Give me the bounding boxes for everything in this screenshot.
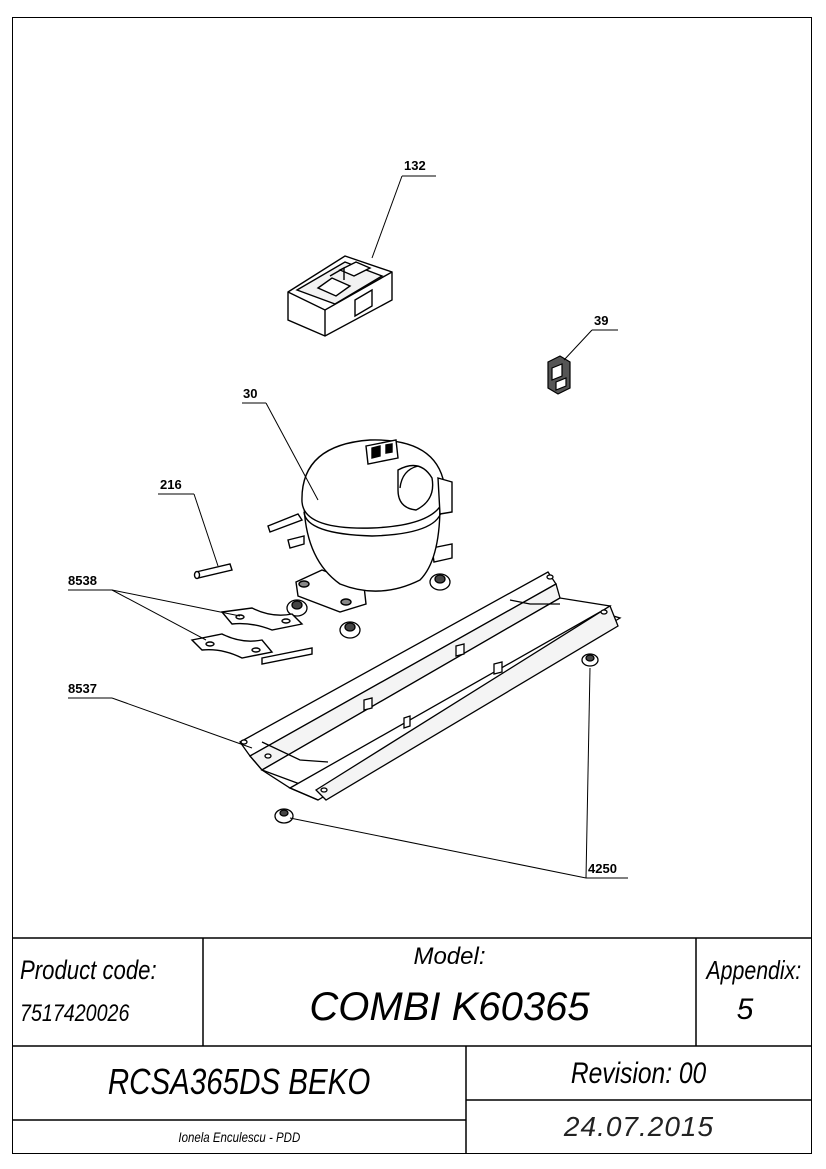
callout-132: 132 — [404, 158, 426, 173]
date: 24.07.2015 — [563, 1111, 715, 1142]
part-132-relay-cover — [287, 255, 393, 337]
part-39-clip — [547, 355, 571, 395]
product-name: RCSA365DS BEKO — [107, 1061, 371, 1102]
appendix-label: Appendix: — [706, 954, 802, 985]
part-30-compressor — [267, 439, 453, 613]
leader-lines — [68, 175, 628, 879]
product-code-value: 7517420026 — [20, 1000, 130, 1027]
callout-39: 39 — [594, 313, 609, 328]
drawing-frame — [12, 17, 812, 1154]
rubber-grommets — [274, 573, 599, 824]
author: Ionela Enculescu - PDD — [178, 1129, 300, 1145]
part-8537-base-rails — [239, 571, 622, 801]
callout-8537: 8537 — [68, 681, 97, 696]
revision: Revision: 00 — [571, 1057, 707, 1090]
title-block-grid — [12, 937, 812, 1154]
part-8538-clips — [190, 607, 313, 665]
callout-30: 30 — [243, 386, 258, 401]
product-code-label: Product code: — [20, 954, 157, 985]
callout-8538: 8538 — [68, 573, 97, 588]
appendix-value: 5 — [736, 993, 754, 1026]
callout-216: 216 — [160, 477, 182, 492]
callout-4250: 4250 — [588, 861, 617, 876]
part-216-tube — [193, 563, 233, 580]
model-value: COMBI K60365 — [309, 984, 590, 1029]
model-label: Model: — [413, 943, 486, 970]
